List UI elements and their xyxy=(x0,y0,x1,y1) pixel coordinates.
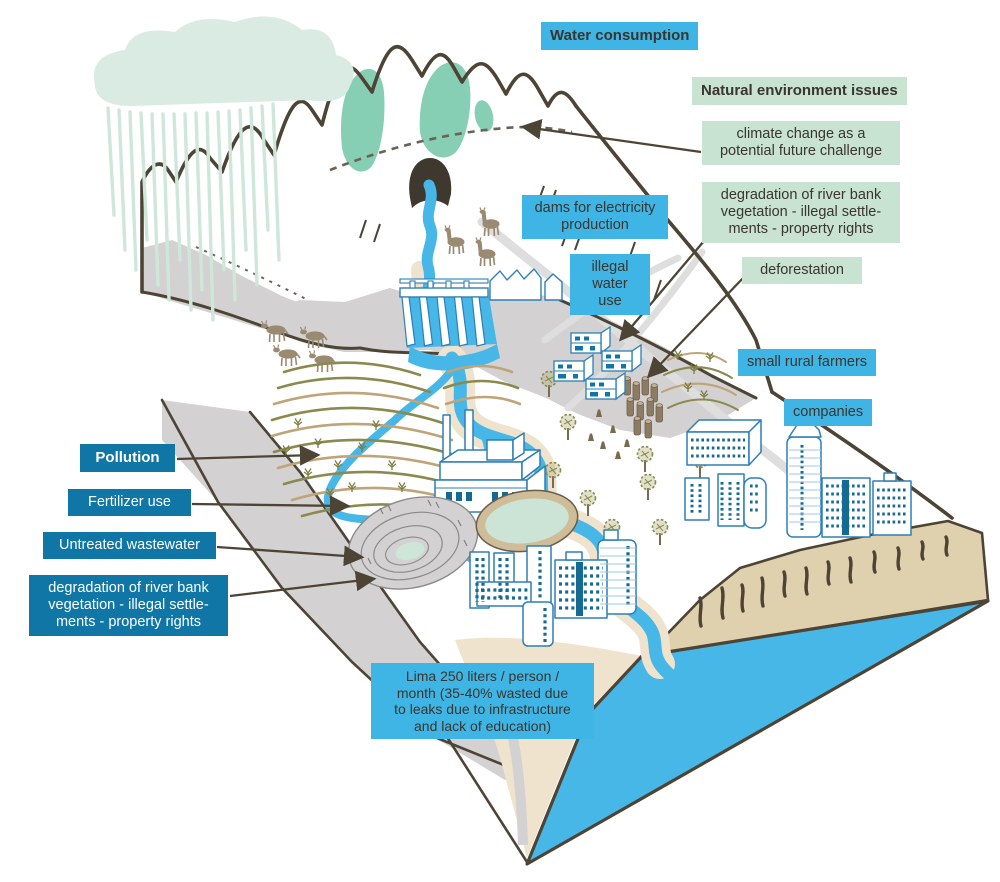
label-pollution: Pollution xyxy=(80,444,175,472)
ridge-dashes xyxy=(195,125,573,301)
powerhouse-icon xyxy=(489,268,563,301)
hydroelectric-dam-icon xyxy=(399,278,500,371)
label-deforestation: deforestation xyxy=(742,257,862,285)
cliff-strata xyxy=(698,535,949,628)
label-water-consumption: Water consumption xyxy=(541,22,699,50)
arrow-fertilizer-use xyxy=(191,495,351,517)
arrow-untreated-wastewater xyxy=(216,545,365,567)
ocean xyxy=(525,599,990,866)
label-climate-change: climate change as a potential future cha… xyxy=(702,121,900,166)
label-lima-consumption: Lima 250 liters / person / month (35-40%… xyxy=(371,663,594,740)
city-buildings xyxy=(469,529,637,647)
arrow-deforestation xyxy=(646,275,746,379)
lagoon xyxy=(475,489,579,553)
label-untreated-wastewater: Untreated wastewater xyxy=(43,532,216,560)
label-small-rural-farmers: small rural farmers xyxy=(738,349,877,377)
label-dams-for-electricity: dams for electricity production xyxy=(522,195,668,240)
label-riverbank-degradation-upper: degradation of river bank vegetation - i… xyxy=(702,182,900,244)
llamas xyxy=(443,206,501,267)
label-companies: companies xyxy=(784,399,873,427)
arrow-riverbank-degradation-lower xyxy=(229,570,377,598)
coastal-cliff xyxy=(644,519,990,658)
rain-streaks xyxy=(106,102,281,322)
mine-pit xyxy=(347,496,479,590)
rural-farm-plot xyxy=(661,349,739,411)
arrow-climate-change xyxy=(520,119,702,154)
label-fertilizer-use: Fertilizer use xyxy=(68,489,191,517)
rain-cloud-icon xyxy=(93,16,354,322)
arrow-riverbank-degradation-upper xyxy=(619,240,705,342)
label-riverbank-degradation-lower: degradation of river bank vegetation - i… xyxy=(29,575,228,637)
company-buildings xyxy=(684,419,912,538)
arrow-pollution xyxy=(176,445,321,466)
label-natural-environment-issues: Natural environment issues xyxy=(692,77,907,105)
callout-arrows xyxy=(176,119,746,598)
label-illegal-water-use: illegal water use xyxy=(570,254,650,316)
cloud-icon xyxy=(93,16,354,106)
